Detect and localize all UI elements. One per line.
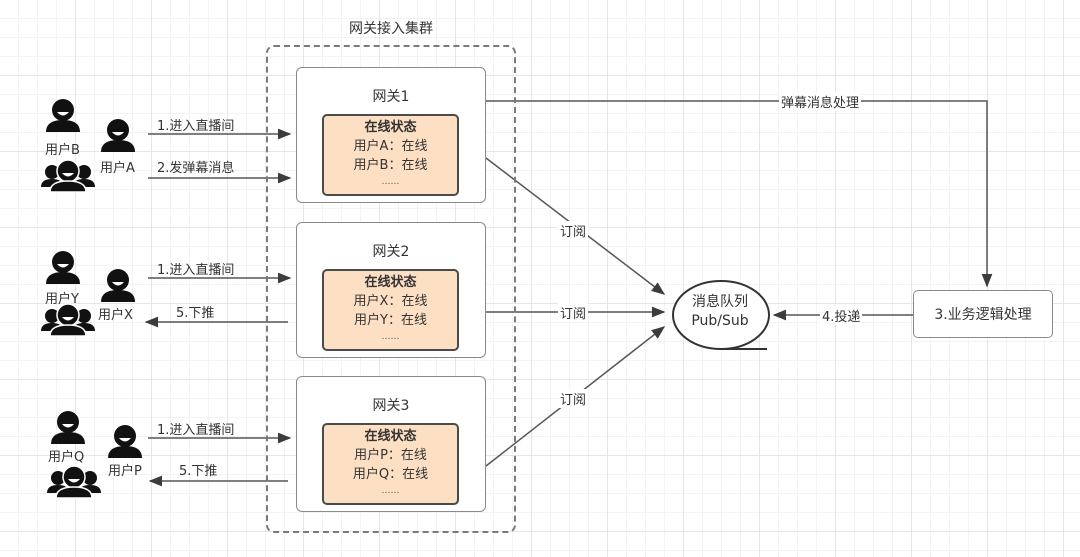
business-logic-label: 3.业务逻辑处理 <box>934 307 1032 323</box>
user-a-icon <box>101 119 135 152</box>
user-a-label: 用户A <box>100 161 135 176</box>
state-row: 用户A：在线 <box>353 139 428 154</box>
state-ellipsis: …… <box>381 177 400 187</box>
state-row: 用户Q：在线 <box>352 467 429 482</box>
edge-label-push-down-3: 5.下推 <box>179 464 218 479</box>
gateway-title: 网关1 <box>372 89 410 105</box>
edge-label-send-danmaku: 2.发弹幕消息 <box>157 161 235 176</box>
state-row: 用户X：在线 <box>353 294 428 309</box>
gateway-3[interactable]: 网关3 在线状态 用户P：在线 用户Q：在线 …… <box>296 376 486 512</box>
user-group-icon-1 <box>41 159 95 193</box>
state-row: 用户B：在线 <box>353 158 428 173</box>
edge-label-enter-room-1: 1.进入直播间 <box>157 119 235 134</box>
user-x-icon <box>101 269 135 302</box>
state-row: 用户P：在线 <box>354 448 427 463</box>
user-y-label: 用户Y <box>45 292 79 307</box>
edge-label-subscribe-3: 订阅 <box>558 389 589 408</box>
gateway-title: 网关2 <box>372 244 410 260</box>
gateway-cluster <box>266 45 516 533</box>
gateway-2[interactable]: 网关2 在线状态 用户X：在线 用户Y：在线 …… <box>296 222 486 358</box>
user-q-icon <box>51 411 85 444</box>
state-header: 在线状态 <box>364 429 417 444</box>
user-b-label: 用户B <box>45 143 80 158</box>
edge-label-danmaku-processing: 弹幕消息处理 <box>779 92 862 111</box>
state-ellipsis: …… <box>381 332 400 342</box>
gateway-title: 网关3 <box>372 398 410 414</box>
edge-label-subscribe-1: 订阅 <box>558 221 589 240</box>
online-state-box: 在线状态 用户A：在线 用户B：在线 …… <box>322 114 459 196</box>
message-queue-title: 消息队列 <box>692 294 748 310</box>
business-logic-node[interactable]: 3.业务逻辑处理 <box>913 290 1053 338</box>
message-queue[interactable]: 消息队列 Pub/Sub <box>680 293 760 331</box>
user-group-icon-3 <box>47 465 101 499</box>
user-x-label: 用户X <box>98 308 133 323</box>
state-header: 在线状态 <box>364 275 417 290</box>
cluster-title: 网关接入集群 <box>349 21 433 37</box>
edge-label-push-down-2: 5.下推 <box>176 306 215 321</box>
online-state-box: 在线状态 用户P：在线 用户Q：在线 …… <box>322 423 459 505</box>
user-p-icon <box>108 425 142 458</box>
edge-label-enter-room-2: 1.进入直播间 <box>157 263 235 278</box>
edge-label-enter-room-3: 1.进入直播间 <box>157 423 235 438</box>
user-p-label: 用户P <box>108 464 142 479</box>
edge-danmaku-processing <box>486 100 993 288</box>
user-icons <box>41 99 142 499</box>
user-q-label: 用户Q <box>48 450 85 465</box>
user-b-icon <box>46 99 80 132</box>
state-ellipsis: …… <box>381 486 400 496</box>
edge-label-subscribe-2: 订阅 <box>558 303 589 322</box>
user-y-icon <box>46 251 80 284</box>
gateway-1[interactable]: 网关1 在线状态 用户A：在线 用户B：在线 …… <box>296 67 486 203</box>
online-state-box: 在线状态 用户X：在线 用户Y：在线 …… <box>322 269 459 351</box>
state-row: 用户Y：在线 <box>354 313 427 328</box>
state-header: 在线状态 <box>364 120 417 135</box>
user-group-icon-2 <box>41 303 95 337</box>
message-queue-subtitle: Pub/Sub <box>691 313 749 329</box>
edge-label-deliver: 4.投递 <box>820 306 863 325</box>
